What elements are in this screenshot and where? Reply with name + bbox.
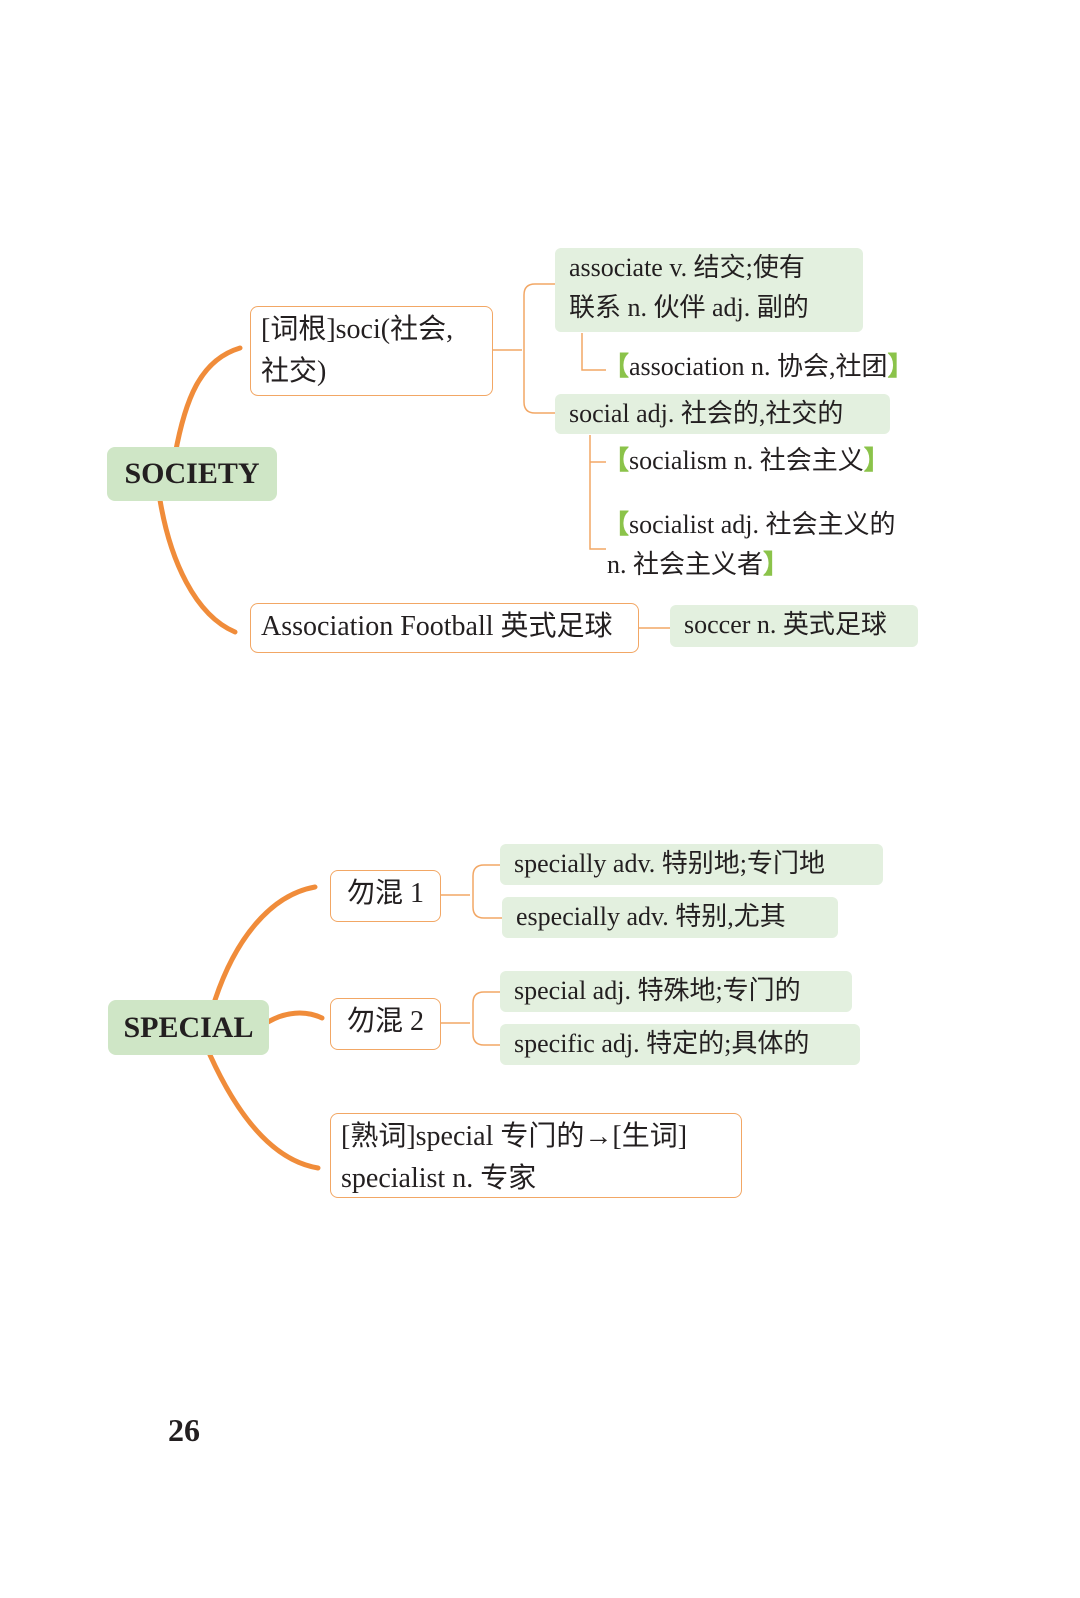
word-association: 【association n. 协会,社团】	[603, 347, 914, 387]
root-society: SOCIETY	[107, 447, 277, 501]
bracket-open: 【	[603, 352, 630, 382]
bracket-open: 【	[603, 446, 630, 476]
word-socialist: 【socialist adj. 社会主义的 n. 社会主义者】	[603, 505, 896, 585]
socialist-line-2: n. 社会主义者】	[603, 545, 896, 585]
word-especially: especially adv. 特别,尤其	[502, 897, 838, 938]
bracket-close: 】	[887, 352, 914, 382]
word-association-football: Association Football 英式足球	[250, 603, 639, 653]
confuse-group-2: 勿混 2	[330, 998, 441, 1050]
word-special-adj: special adj. 特殊地;专门的	[500, 971, 852, 1012]
word-specific: specific adj. 特定的;具体的	[500, 1024, 860, 1065]
word-specially: specially adv. 特别地;专门地	[500, 844, 883, 885]
word-socialism: 【socialism n. 社会主义】	[603, 441, 890, 481]
associate-line-2: 联系 n. 伙伴 adj. 副的	[569, 293, 809, 322]
confuse-group-1: 勿混 1	[330, 870, 441, 922]
known-line-2: specialist n. 专家	[341, 1163, 537, 1194]
page-number: 26	[168, 1412, 200, 1448]
associate-line-1: associate v. 结交;使有	[569, 253, 805, 282]
known-line-1: [熟词]special 专门的→[生词]	[341, 1121, 688, 1152]
root-box-soci: [词根]soci(社会, 社交)	[250, 306, 493, 396]
bracket-close: 】	[863, 446, 890, 476]
word-associate: associate v. 结交;使有 联系 n. 伙伴 adj. 副的	[555, 248, 863, 332]
socialist-text-1: socialist adj. 社会主义的	[629, 510, 896, 539]
word-social: social adj. 社会的,社交的	[555, 394, 890, 434]
word-soccer: soccer n. 英式足球	[670, 605, 918, 647]
association-text: association n. 协会,社团	[629, 352, 888, 381]
root-box-line-2: 社交)	[261, 356, 327, 387]
socialist-line-1: 【socialist adj. 社会主义的	[603, 505, 896, 545]
known-word-box: [熟词]special 专门的→[生词] specialist n. 专家	[330, 1113, 742, 1198]
bracket-close: 】	[763, 550, 790, 580]
bracket-open: 【	[603, 510, 630, 540]
root-special: SPECIAL	[108, 1000, 269, 1055]
socialism-text: socialism n. 社会主义	[629, 446, 864, 475]
root-box-line-1: [词根]soci(社会,	[261, 314, 454, 345]
socialist-text-2: n. 社会主义者	[607, 550, 764, 579]
